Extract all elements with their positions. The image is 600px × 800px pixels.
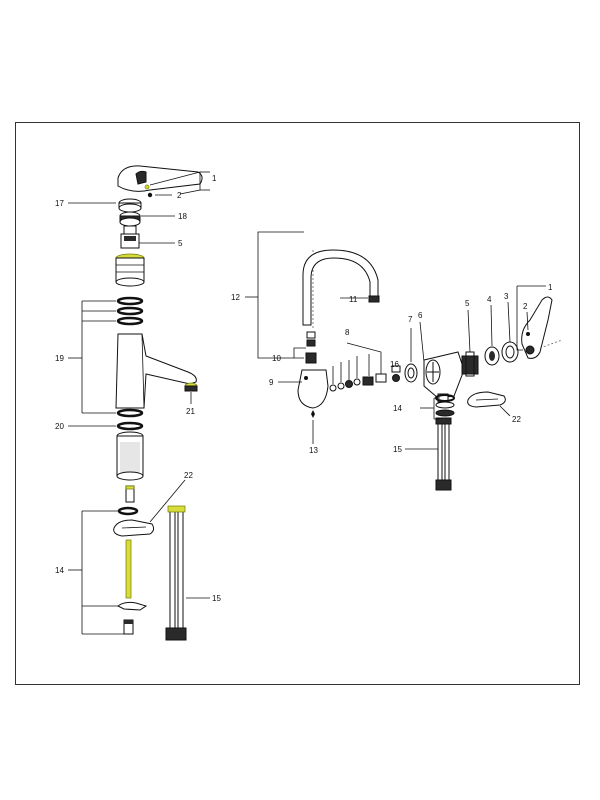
left-assembly: 1 2 17 18 5 19 21 20 22 14 15: [55, 165, 221, 641]
callout-16: 16: [390, 360, 399, 369]
right-assembly: 12 11 10 9 13 8 16 7 6 5 4 3 2 1 14 15 2…: [231, 231, 563, 491]
callout-3: 3: [504, 292, 509, 301]
callout-22: 22: [184, 471, 193, 480]
callout-17: 17: [55, 199, 64, 208]
cap-3: [501, 341, 519, 363]
o-ring: [116, 296, 144, 306]
flexible-hose-right: [437, 419, 443, 483]
callout-2: 2: [177, 191, 182, 200]
callout-7: 7: [408, 315, 413, 324]
callout-18: 18: [178, 212, 187, 221]
o-ring: [116, 306, 144, 316]
callout-5: 5: [465, 299, 470, 308]
screw-13: [311, 410, 315, 418]
ring-7: [404, 363, 418, 383]
callout-4: 4: [487, 295, 492, 304]
cartridge-5-right: [461, 355, 479, 375]
diagram-frame: [15, 122, 580, 685]
callout-10: 10: [272, 354, 281, 363]
nut-10: [306, 331, 316, 339]
horseshoe-washer: [117, 601, 148, 611]
callout-11: 11: [349, 295, 358, 304]
callout-14: 14: [393, 404, 402, 413]
fixing-plate-22: [113, 519, 155, 537]
rubber-washer: [117, 506, 139, 516]
o-ring: [116, 316, 144, 326]
callout-21: 21: [186, 407, 195, 416]
seal-8: [329, 384, 337, 392]
callout-1: 1: [212, 174, 217, 183]
callout-14: 14: [55, 566, 64, 575]
callout-8: 8: [345, 328, 350, 337]
flexible-hose: [177, 509, 184, 635]
callout-12: 12: [231, 293, 240, 302]
callout-15: 15: [393, 445, 402, 454]
handle-lever-right: [521, 296, 553, 359]
callout-5: 5: [178, 239, 183, 248]
grub-screw: [147, 192, 153, 198]
mixer-body: [115, 333, 197, 409]
callout-15: 15: [212, 594, 221, 603]
flexible-hose: [169, 509, 176, 635]
valve-body: [297, 369, 329, 409]
cartridge-5: [123, 225, 137, 235]
washer-20: [116, 421, 144, 431]
swivel-spout: [302, 249, 379, 326]
handle-lever: [117, 165, 203, 192]
callout-1: 1: [548, 283, 553, 292]
callout-9: 9: [269, 378, 274, 387]
flexible-hose-right: [444, 419, 450, 483]
threaded-rod: [125, 539, 132, 599]
callout-6: 6: [418, 311, 423, 320]
callout-2: 2: [523, 302, 528, 311]
callout-20: 20: [55, 422, 64, 431]
callout-13: 13: [309, 446, 318, 455]
spout-aerator-11: [368, 295, 380, 303]
callout-22: 22: [512, 415, 521, 424]
callout-19: 19: [55, 354, 64, 363]
part-16: [391, 365, 401, 373]
